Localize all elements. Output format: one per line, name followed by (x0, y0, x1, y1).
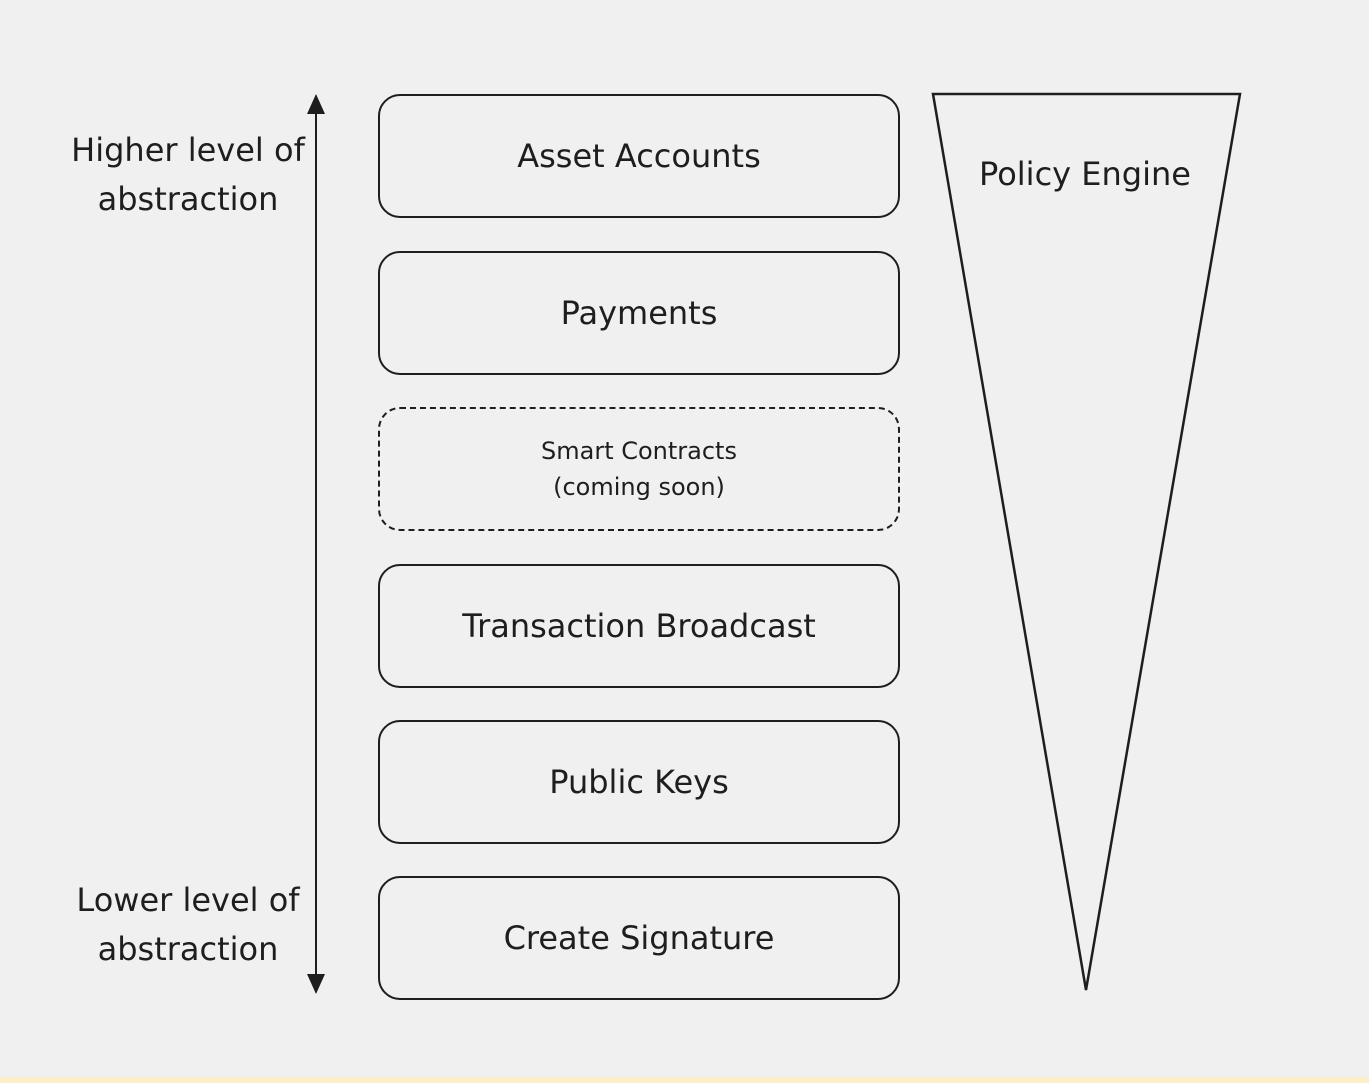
layer-payments: Payments (378, 251, 900, 375)
layer-smart-contracts: Smart Contracts (coming soon) (378, 407, 900, 531)
layer-label: Payments (560, 294, 718, 332)
policy-engine-label: Policy Engine (979, 155, 1191, 193)
layer-label: Public Keys (549, 763, 729, 801)
policy-engine-triangle (931, 92, 1242, 991)
layer-transaction-broadcast: Transaction Broadcast (378, 564, 900, 688)
layer-label: Create Signature (503, 919, 775, 957)
policy-engine-shape (931, 92, 1242, 991)
lower-abstraction-label: Lower level of abstraction (76, 881, 300, 968)
layer-sublabel: (coming soon) (553, 473, 725, 501)
higher-abstraction-label: Higher level of abstraction (71, 131, 305, 218)
bottom-strip (0, 1077, 1369, 1083)
layer-label: Asset Accounts (517, 137, 761, 175)
layer-asset-accounts: Asset Accounts (378, 94, 900, 218)
abstraction-axis-arrow (307, 94, 325, 994)
axis-arrowhead-up (307, 94, 325, 114)
layer-label: Smart Contracts (541, 437, 737, 465)
layer-create-signature: Create Signature (378, 876, 900, 1000)
layer-label: Transaction Broadcast (462, 607, 816, 645)
axis-arrowhead-down (307, 974, 325, 994)
layer-public-keys: Public Keys (378, 720, 900, 844)
